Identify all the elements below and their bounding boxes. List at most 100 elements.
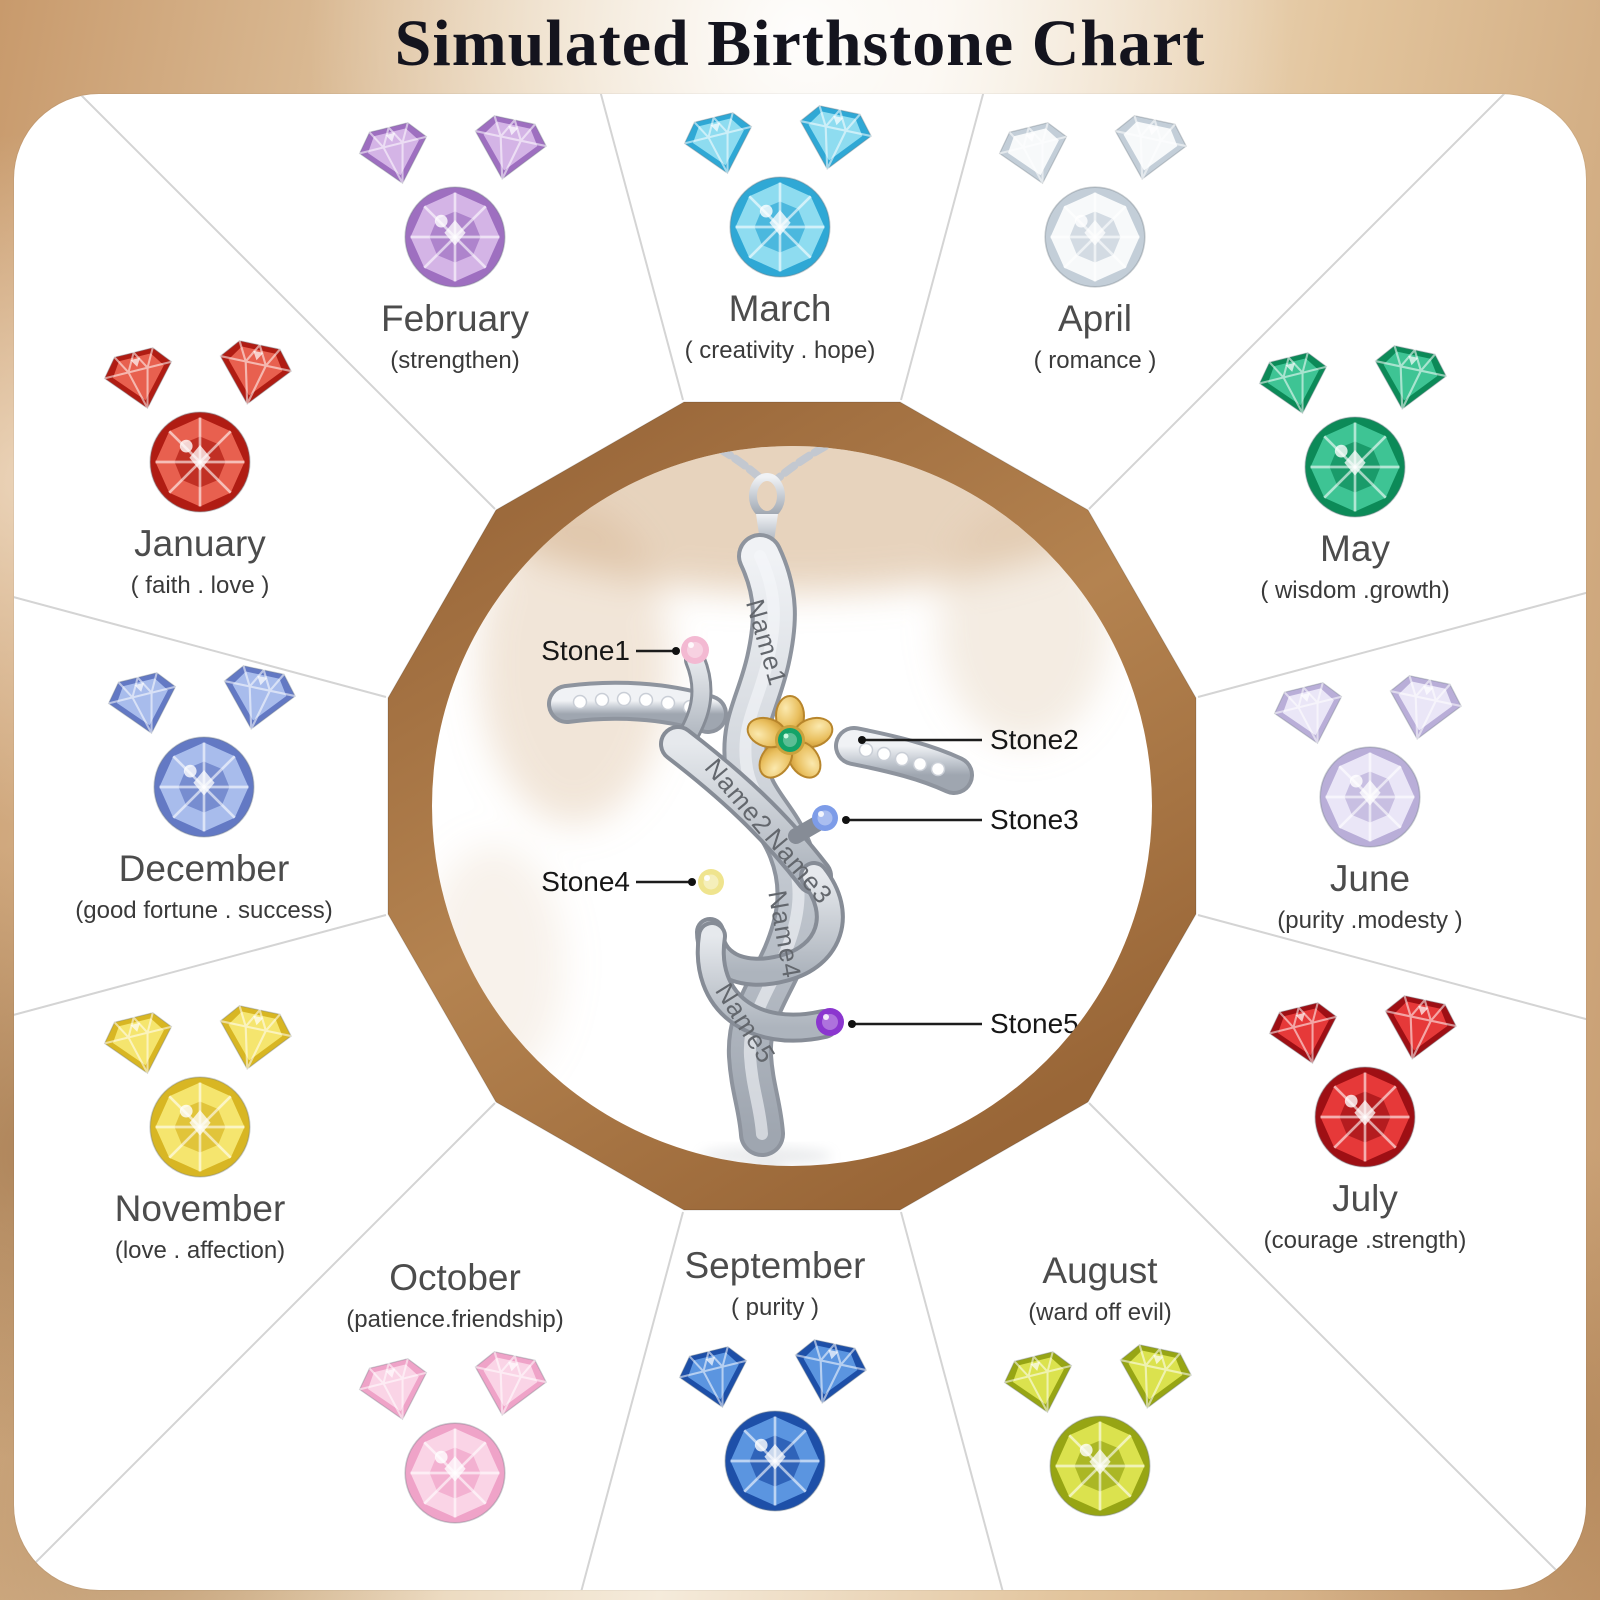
gem-icon: [147, 409, 253, 515]
gem-cluster-icon: [670, 1334, 880, 1520]
month-january: January ( faith . love ): [70, 335, 330, 600]
month-name: March: [728, 288, 832, 329]
month-march: March ( creativity . hope): [650, 100, 910, 365]
month-name: February: [380, 298, 530, 339]
month-name: June: [1329, 858, 1411, 899]
month-meaning: (courage .strength): [1263, 1227, 1467, 1254]
gem-icon: [347, 1347, 443, 1431]
gem-icon: [1360, 334, 1459, 420]
month-meaning: (purity .modesty ): [1277, 907, 1463, 934]
month-meaning: (good fortune . success): [75, 897, 333, 924]
gem-icon: [1257, 991, 1353, 1075]
gem-icon: [460, 104, 559, 190]
page-title: Simulated Birthstone Chart: [394, 7, 1206, 80]
month-name: September: [684, 1245, 866, 1286]
gem-icon: [92, 336, 188, 420]
cz-accent-stones: [572, 691, 946, 777]
necklace-chain: [650, 446, 878, 484]
stone3-gem: [812, 805, 838, 831]
month-meaning: ( faith . love ): [130, 572, 270, 599]
month-september: September ( purity ): [650, 1243, 900, 1520]
pendant-scene: Stone1 Stone2 Stone3 Stone4 Stone5 Name1…: [14, 94, 1586, 1590]
month-name: December: [118, 848, 290, 889]
gem-icon: [1312, 1064, 1418, 1170]
month-august: August (ward off evil): [975, 1248, 1225, 1525]
gem-cluster-icon: [990, 110, 1200, 296]
month-name: November: [114, 1188, 286, 1229]
callout-dots: [672, 647, 866, 1028]
gem-icon: [785, 94, 884, 180]
gem-icon: [667, 1335, 763, 1419]
month-may: May ( wisdom .growth): [1230, 340, 1480, 605]
gem-icon: [1047, 1413, 1153, 1519]
callout-lines: [636, 649, 982, 1026]
month-name: July: [1332, 1178, 1398, 1219]
month-name: April: [1057, 298, 1133, 339]
gem-cluster-icon: [1260, 990, 1470, 1176]
gem-icon: [1302, 414, 1408, 520]
month-meaning: (love . affection): [114, 1237, 286, 1264]
chart-panel: Stone1 Stone2 Stone3 Stone4 Stone5 Name1…: [14, 94, 1586, 1590]
month-meaning: (patience.friendship): [346, 1306, 564, 1333]
month-april: April ( romance ): [970, 110, 1220, 375]
gem-icon: [1370, 984, 1469, 1070]
month-name: August: [1042, 1250, 1158, 1291]
month-february: February (strengthen): [330, 110, 580, 375]
gem-icon: [147, 1074, 253, 1180]
stone-label-5: Stone5: [990, 1008, 1079, 1039]
sector-divider-lines: [14, 94, 1586, 1590]
gem-icon: [1317, 744, 1423, 850]
gem-icon: [209, 654, 308, 740]
gem-icon: [727, 174, 833, 280]
gem-icon: [722, 1408, 828, 1514]
gem-cluster-icon: [99, 660, 309, 846]
gem-icon: [92, 1001, 188, 1085]
gold-flower: [746, 695, 834, 779]
month-july: July (courage .strength): [1240, 990, 1490, 1255]
stone-label-4: Stone4: [541, 866, 630, 897]
pendant-illustration: Stone1 Stone2 Stone3 Stone4 Stone5 Name1…: [541, 446, 1079, 1166]
month-november: November (love . affection): [75, 1000, 325, 1265]
gem-cluster-icon: [995, 1339, 1205, 1525]
month-name: October: [389, 1257, 521, 1298]
gem-cluster-icon: [350, 110, 560, 296]
gem-icon: [151, 734, 257, 840]
gem-cluster-icon: [95, 335, 305, 521]
swirl-ribbon: [659, 649, 845, 1043]
gem-cluster-icon: [1250, 340, 1460, 526]
month-meaning: ( purity ): [730, 1294, 819, 1321]
month-name: January: [134, 523, 266, 564]
gem-icon: [780, 1328, 879, 1414]
stone-label-1: Stone1: [541, 635, 630, 666]
stone5-gem: [816, 1008, 844, 1036]
gem-icon: [402, 1420, 508, 1526]
gem-icon: [96, 661, 192, 745]
month-june: June (purity .modesty ): [1240, 670, 1500, 935]
gem-icon: [1105, 1333, 1204, 1419]
month-october: October (patience.friendship): [330, 1255, 580, 1532]
gem-icon: [402, 184, 508, 290]
gem-icon: [1375, 664, 1474, 750]
month-meaning: (ward off evil): [1028, 1299, 1172, 1326]
month-meaning: (strengthen): [390, 347, 520, 374]
month-name: May: [1320, 528, 1390, 569]
stone2-gem: [778, 728, 802, 752]
month-meaning: ( wisdom .growth): [1260, 577, 1450, 604]
stone-label-3: Stone3: [990, 804, 1079, 835]
gem-icon: [992, 1340, 1088, 1424]
month-meaning: ( creativity . hope): [684, 337, 876, 364]
month-meaning: ( romance ): [1033, 347, 1157, 374]
gem-icon: [205, 994, 304, 1080]
gem-cluster-icon: [1265, 670, 1475, 856]
stone4-gem: [698, 869, 724, 895]
gem-cluster-icon: [95, 1000, 305, 1186]
month-december: December (good fortune . success): [64, 660, 344, 925]
gem-icon: [205, 329, 304, 415]
stone1-gem: [681, 636, 709, 664]
gem-icon: [1042, 184, 1148, 290]
gem-cluster-icon: [350, 1346, 560, 1532]
stone-label-2: Stone2: [990, 724, 1079, 755]
gem-icon: [460, 1340, 559, 1426]
gem-icon: [1247, 341, 1343, 425]
gem-icon: [987, 111, 1083, 195]
